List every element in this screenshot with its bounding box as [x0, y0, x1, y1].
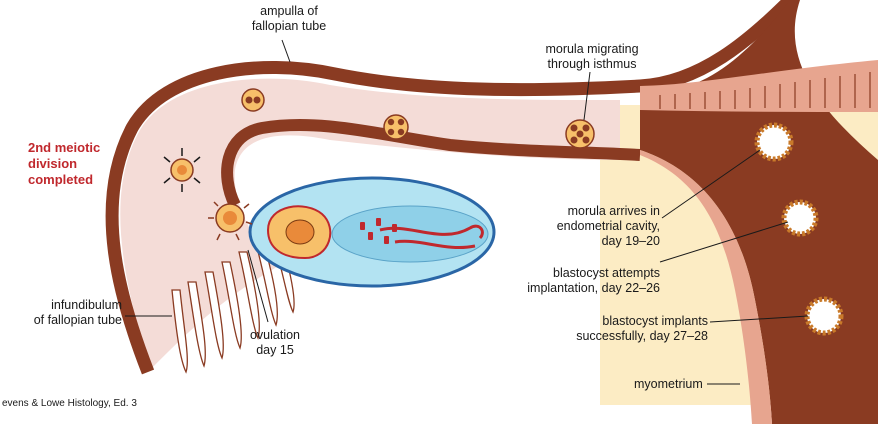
- morula-migrating-label: morula migrating through isthmus: [536, 42, 648, 72]
- morula-arrives-label: morula arrives in endometrial cavity, da…: [530, 204, 660, 249]
- ovary-follicles: [360, 218, 397, 244]
- blastocyst-attempts-label: blastocyst attempts implantation, day 22…: [520, 266, 660, 296]
- endometrial-glands-upper: [659, 72, 871, 109]
- blastocyst-implanted: [804, 296, 844, 336]
- meiotic-division-label-line: completed: [28, 172, 94, 187]
- released-oocyte: [208, 196, 253, 241]
- ovulation-label-line: ovulation: [249, 328, 301, 342]
- infundibulum-label-line: infundibulum: [51, 298, 122, 312]
- morula-arrives-label-line: day 19–20: [601, 234, 660, 248]
- ampulla-label-line: ampulla of: [260, 4, 318, 18]
- ovary-cortex: [331, 205, 489, 263]
- blastocyst-implants-label-line: blastocyst implants: [602, 314, 708, 328]
- ovulating-oocyte: [285, 219, 315, 245]
- ampulla-label: ampulla of fallopian tube: [234, 4, 344, 34]
- blastocyst-implants-label-line: successfully, day 27–28: [576, 329, 708, 343]
- ampulla-label-line: fallopian tube: [251, 19, 327, 33]
- infundibulum-label: infundibulum of fallopian tube: [2, 298, 122, 328]
- blastocyst-attempts-label-line: blastocyst attempts: [553, 266, 660, 280]
- ovary-vessels: [379, 224, 484, 250]
- endometrium-band: [640, 150, 772, 424]
- morula-migrating-label-line: morula migrating: [545, 42, 639, 56]
- cleavage-embryo-2: [383, 114, 409, 140]
- meiotic-division-label-line: division: [28, 156, 78, 171]
- morula-arrives-label-line: endometrial cavity,: [556, 219, 660, 233]
- leader-lines: [125, 39, 809, 385]
- infundibulum-label-line: of fallopian tube: [33, 313, 122, 327]
- source-credit: evens & Lowe Histology, Ed. 3: [2, 398, 137, 409]
- tube-wall-upper: [105, 0, 795, 375]
- zygote: [163, 148, 201, 192]
- meiotic-division-label-line: 2nd meiotic: [28, 140, 101, 155]
- endometrium-upper-band: [640, 60, 878, 112]
- ovulation-label: ovulation day 15: [240, 328, 310, 358]
- blastocyst-attaching: [781, 199, 819, 237]
- myometrium-label: myometrium: [634, 377, 703, 391]
- morula-in-isthmus: [565, 119, 595, 149]
- blastocyst-implants-label: blastocyst implants successfully, day 27…: [562, 314, 708, 344]
- cleavage-embryo-1: [241, 88, 265, 112]
- morula-migrating-label-line: through isthmus: [547, 57, 637, 71]
- morula-in-cavity: [754, 122, 794, 162]
- blastocyst-attempts-label-line: implantation, day 22–26: [527, 281, 660, 295]
- ovulation-label-line: day 15: [256, 343, 294, 357]
- morula-arrives-label-line: morula arrives in: [567, 204, 660, 218]
- tube-wall-lower: [221, 118, 641, 208]
- infundibulum-fimbriae: [171, 235, 295, 374]
- meiotic-division-label: 2nd meiotic division completed: [28, 140, 128, 188]
